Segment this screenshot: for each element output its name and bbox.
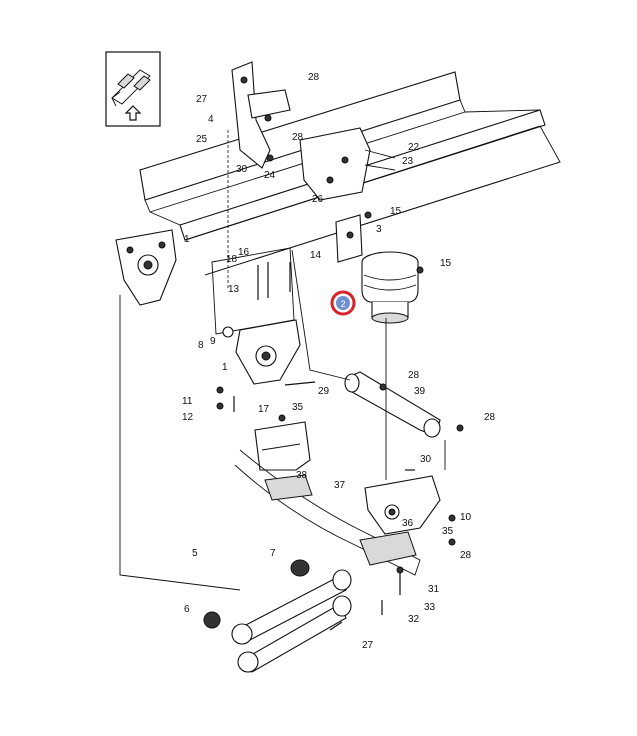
callout-20: 23 [402,156,414,167]
trailing-arm [344,371,464,438]
callout-14: 14 [310,250,322,261]
up-arrow-icon [124,105,142,121]
callout-22: 25 [196,134,208,145]
leader-lines [119,130,446,591]
callout-6: 6 [184,604,190,615]
callout-36: 36 [402,518,414,529]
callout-27: 27 [362,640,374,651]
orientation-view-icon [111,69,151,107]
callout-17: 17 [258,404,270,415]
callout-13: 13 [228,284,240,295]
callout-15a: 15 [390,206,402,217]
hanger-bolts [216,386,235,412]
callout-10: 10 [460,512,472,523]
callout-28a: 28 [408,370,420,381]
callout-37: 37 [334,480,346,491]
callout-32: 32 [408,614,420,625]
center-hanger [211,247,316,386]
callout-21: 24 [264,170,276,181]
callout-31: 31 [428,584,440,595]
callout-4: 4 [208,114,214,125]
lower-bracket [234,414,421,576]
callout-5: 5 [192,548,198,559]
callout-16: 16 [238,247,250,258]
callout-3: 3 [376,224,382,235]
callout-30b: 30 [420,454,432,465]
callout-1b: 1 [222,362,228,373]
callout-7: 7 [270,548,276,559]
front-hanger [115,229,177,306]
callout-35: 35 [442,526,454,537]
callout-11: 11 [182,396,193,407]
air-spring [361,251,424,324]
callout-19: 22 [408,142,420,153]
torque-rods [203,559,352,673]
callout-38: 38 [296,470,308,481]
highlighted-callout[interactable]: 2 [330,290,356,316]
callout-18: 18 [226,254,238,265]
callout-labels: 28 27 4 25 28 30 24 22 23 26 15 3 15 1 1… [182,72,496,651]
callout-29: 29 [318,386,330,397]
callout-24: 26 [312,194,324,205]
callout-28c: 28 [460,550,472,561]
upper-bracket [231,61,291,169]
orientation-inset [105,51,161,127]
callout-8: 8 [198,340,204,351]
axle-bracket [364,469,456,546]
callout-26: 28 [292,132,304,143]
callout-2: 2 [340,299,345,309]
rear-bracket [299,127,396,201]
callout-25: 27 [196,94,208,105]
callout-9: 9 [210,336,216,347]
callout-30: 30 [236,164,248,175]
axle-plate [359,531,417,615]
callout-23: 28 [308,72,320,83]
callout-15b: 15 [440,258,452,269]
callout-12: 12 [182,412,194,423]
mount-plate [335,211,372,263]
callout-33: 33 [424,602,436,613]
callout-1a: 1 [184,234,190,245]
callout-34: 35 [292,402,304,413]
callout-28b: 28 [484,412,496,423]
callout-39: 39 [414,386,426,397]
